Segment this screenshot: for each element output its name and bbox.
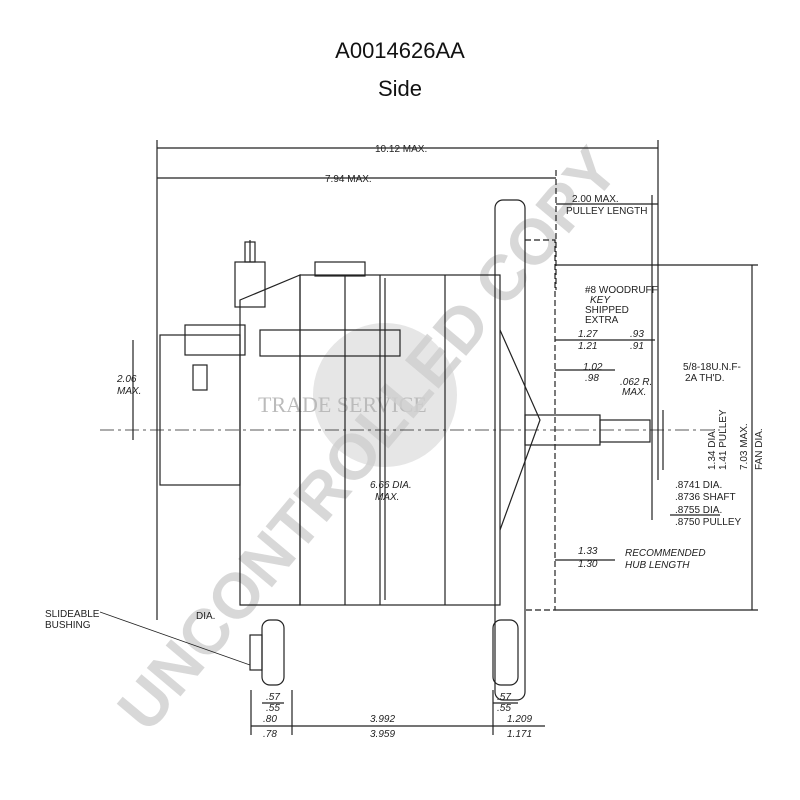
thread-spec-2: 2A TH'D. [685, 373, 725, 384]
span-top: 3.992 [370, 714, 395, 725]
dim-91: .91 [630, 341, 644, 352]
bushing-label-1: SLIDEABLE [45, 609, 100, 620]
shaft-dim-3: .8755 DIA. [675, 505, 722, 516]
dim-93: .93 [630, 329, 644, 340]
pulley-length-value: 2.00 MAX. [572, 194, 619, 205]
seal-text: TRADE SERVICE [258, 392, 427, 417]
pulley-dia-2: 1.41 PULLEY [718, 409, 729, 470]
shaft-dim-4: .8750 PULLEY [675, 517, 741, 528]
hub-length-bot: 1.30 [578, 559, 598, 570]
rear-offset-bot: .78 [263, 729, 277, 740]
radius-max: MAX. [622, 387, 646, 398]
fan-dia-2: FAN DIA. [754, 428, 765, 470]
front-ear-top: .57 [497, 692, 511, 703]
alternator-body [100, 199, 720, 701]
dim-121: 1.21 [578, 341, 597, 352]
shaft-dim-2: .8736 SHAFT [675, 492, 736, 503]
front-ear-bot: .55 [497, 703, 511, 714]
fan-dia-1: 7.03 MAX. [739, 423, 750, 470]
watermark-text: UNCONTROLLED COPY [104, 134, 632, 744]
rear-offset-top: .80 [263, 714, 277, 725]
hub-label-1: RECOMMENDED [625, 548, 706, 559]
key-note-4: EXTRA [585, 315, 619, 326]
pulley-length-label: PULLEY LENGTH [566, 206, 648, 217]
dim-102: 1.02 [583, 362, 603, 373]
bushing-label-2: BUSHING [45, 620, 91, 631]
dim-98: .98 [585, 373, 599, 384]
watermark: TRADE SERVICE UNCONTROLLED COPY [104, 134, 632, 744]
overall-length-label: 10.12 MAX. [375, 144, 427, 155]
body-dia-value: 6.66 DIA. [370, 480, 412, 491]
terminal-height-value: 2.06 [116, 374, 137, 385]
hub-label-2: HUB LENGTH [625, 560, 690, 571]
key-note-2: KEY [590, 295, 611, 306]
pulley-dia-1: 1.34 DIA. [707, 428, 718, 470]
bushing-dia-label: DIA. [196, 611, 215, 622]
top-dimensions [156, 140, 659, 620]
rear-ear-bot: .55 [266, 703, 280, 714]
hub-length-top: 1.33 [578, 546, 598, 557]
span-bot: 3.959 [370, 729, 395, 740]
part-number-title: A0014626AA [335, 38, 465, 63]
dim-127: 1.27 [578, 329, 598, 340]
body-length-label: 7.94 MAX. [325, 174, 372, 185]
radius-value: .062 R. [620, 377, 652, 388]
shaft-dim-1: .8741 DIA. [675, 480, 722, 491]
body-dia-max: MAX. [375, 492, 399, 503]
front-offset-top: 1.209 [507, 714, 532, 725]
key-note-1: #8 WOODRUFF [585, 285, 658, 296]
front-offset-bot: 1.171 [507, 729, 532, 740]
terminal-height-max: MAX. [117, 386, 141, 397]
key-note-3: SHIPPED [585, 305, 629, 316]
view-title: Side [377, 76, 423, 101]
thread-spec-1: 5/8-18U.N.F- [683, 362, 741, 373]
rear-ear-top: .57 [266, 692, 280, 703]
